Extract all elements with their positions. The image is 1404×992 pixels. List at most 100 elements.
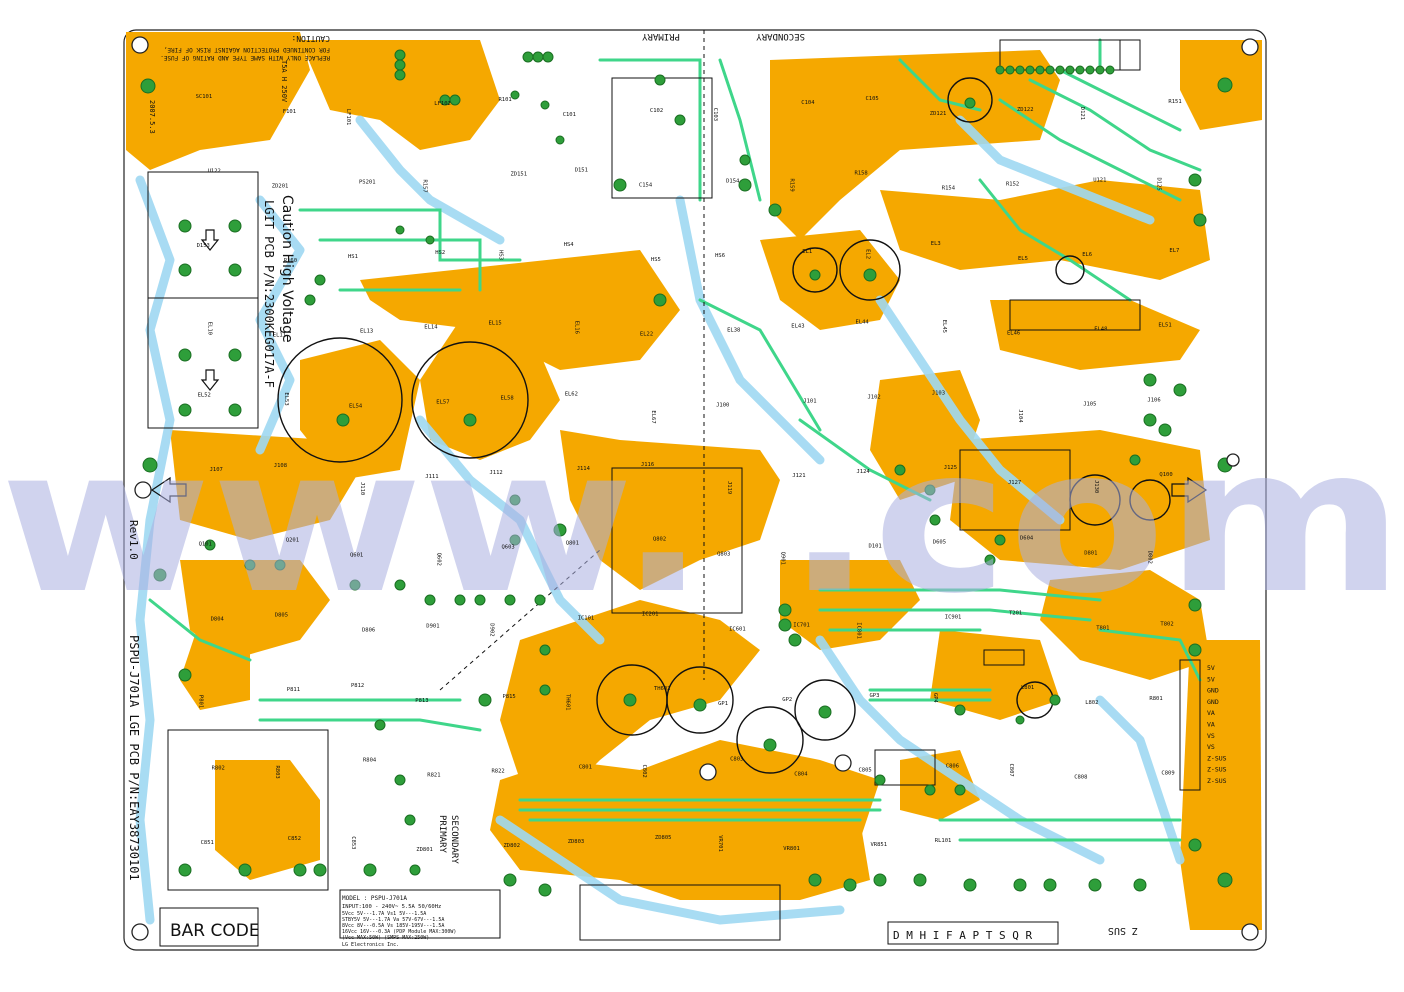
designator-label: T802 bbox=[1160, 621, 1173, 627]
designator-label: EL15 bbox=[489, 321, 502, 327]
designator-label: Q801 bbox=[566, 541, 579, 547]
designator-label: R822 bbox=[492, 769, 505, 775]
designator-label: ZD801 bbox=[416, 847, 433, 853]
designator-label: D604 bbox=[1020, 536, 1034, 542]
designator-label: J101 bbox=[803, 398, 816, 404]
pin-label: Z-SUS bbox=[1207, 777, 1227, 785]
designator-label: EL62 bbox=[565, 391, 578, 397]
mounting-holes bbox=[131, 36, 1259, 941]
caution-line1: FOR CONTINUED PROTECTION AGAINST RISK OF… bbox=[164, 46, 330, 53]
designator-label: Q803 bbox=[717, 552, 730, 558]
designator-label: IC201 bbox=[642, 611, 659, 617]
designator-label: R802 bbox=[212, 766, 225, 772]
heatsink-arrows bbox=[150, 229, 1208, 504]
designator-label: EL45 bbox=[941, 320, 947, 333]
designator-label: Q100 bbox=[1159, 472, 1172, 478]
designator-label: EL2 bbox=[865, 249, 871, 259]
designator-label: IC101 bbox=[578, 615, 595, 621]
designator-label: P815 bbox=[503, 694, 516, 700]
designator-label: C104 bbox=[801, 100, 815, 106]
designator-label: D154 bbox=[726, 179, 740, 185]
designator-label: EL57 bbox=[436, 399, 449, 405]
pin-label: 5V bbox=[1207, 675, 1215, 683]
pin-label: VA bbox=[1207, 709, 1215, 717]
designator-label: J119 bbox=[726, 481, 732, 494]
designator-label: TH602 bbox=[654, 686, 671, 692]
label-row-2: STBY5V 5V---1.7A Va 57V-67V---1.5A bbox=[342, 917, 444, 923]
designator-label: R159 bbox=[788, 179, 794, 192]
designator-label: R821 bbox=[427, 773, 440, 779]
label-row-4: 16Vcc 16V---0.3A (PDP Module MAX:300W) bbox=[342, 929, 456, 935]
designator-label: TH601 bbox=[565, 694, 571, 711]
designator-label: ZD151 bbox=[511, 172, 528, 178]
designator-label: EL38 bbox=[727, 328, 740, 334]
designator-label: J130 bbox=[1093, 480, 1099, 493]
copper-pours bbox=[126, 32, 1262, 930]
designator-label: J106 bbox=[1147, 397, 1160, 403]
designator-label: EL13 bbox=[360, 329, 373, 335]
pin-label: GND bbox=[1207, 698, 1219, 706]
designator-label: D804 bbox=[211, 616, 225, 622]
designator-label: R160 bbox=[284, 258, 297, 264]
designator-label: C154 bbox=[639, 183, 653, 189]
designator-label: J108 bbox=[274, 463, 287, 469]
designator-label: C851 bbox=[201, 840, 214, 846]
barcode-label: BAR CODE bbox=[170, 921, 260, 941]
designator-label: D802 bbox=[1146, 551, 1152, 564]
designator-label: R152 bbox=[1006, 182, 1019, 188]
designator-label: EL5 bbox=[1018, 256, 1028, 262]
designator-label: T201 bbox=[1009, 610, 1022, 616]
designator-label: J102 bbox=[868, 394, 881, 400]
designator-label: R154 bbox=[942, 186, 956, 192]
fuse-rating: T5A H 250V bbox=[280, 60, 288, 103]
designator-label: J124 bbox=[857, 469, 871, 475]
label-row-1: 5Vcc 5V---1.7A Vs1 5V---1.5A bbox=[342, 911, 426, 917]
designator-label: F101 bbox=[283, 109, 296, 115]
designator-label: EL6 bbox=[1082, 252, 1092, 258]
designator-label: HS3 bbox=[498, 250, 504, 260]
caution-title: CAUTION: bbox=[291, 34, 330, 43]
capacitor-outlines bbox=[277, 77, 1171, 774]
designator-label: EL11 bbox=[273, 333, 286, 339]
designator-label: C801 bbox=[579, 765, 592, 771]
designator-label: C806 bbox=[946, 764, 959, 770]
designator-label: D153 bbox=[197, 243, 210, 249]
designator-label: D806 bbox=[362, 627, 375, 633]
designator-label: T801 bbox=[1096, 625, 1109, 631]
designator-label: HS4 bbox=[564, 242, 575, 248]
pin-label: Z-SUS bbox=[1207, 754, 1227, 762]
designator-label: HS2 bbox=[435, 250, 445, 256]
designator-label: C102 bbox=[650, 108, 663, 114]
pin-label: VA bbox=[1207, 721, 1215, 729]
designator-label: RL101 bbox=[935, 838, 952, 844]
designator-label: IC801 bbox=[856, 622, 862, 639]
designator-label: C803 bbox=[730, 757, 743, 763]
designator-label: SC101 bbox=[196, 94, 213, 100]
secondary-label-top: SECONDARY bbox=[756, 31, 805, 41]
designator-label: IC701 bbox=[793, 622, 810, 628]
label-row-5: (Vcc MAX:50W) (SMPS MAX:250W) bbox=[342, 935, 429, 941]
designator-label: EL1 bbox=[802, 249, 812, 255]
designator-label: P812 bbox=[351, 683, 364, 689]
designator-label: Q901 bbox=[779, 552, 785, 565]
secondary-label-bottom: SECONDARY bbox=[449, 815, 459, 864]
designator-label: C808 bbox=[1074, 775, 1087, 781]
silkscreen-text: CAUTION: FOR CONTINUED PROTECTION AGAINS… bbox=[127, 31, 1138, 936]
designator-label: VR701 bbox=[717, 835, 723, 852]
watermark: www. .com bbox=[0, 405, 1404, 638]
designator-label: EL10 bbox=[207, 322, 213, 335]
pads-vias bbox=[140, 49, 1233, 897]
designator-label: Q601 bbox=[350, 553, 363, 559]
designator-label: R801 bbox=[1149, 696, 1162, 702]
designator-label: EL53 bbox=[283, 392, 289, 405]
designator-label: J112 bbox=[490, 470, 503, 476]
designator-label: J100 bbox=[716, 402, 729, 408]
designator-label: Q201 bbox=[286, 538, 299, 544]
designator-label: C804 bbox=[794, 772, 808, 778]
designator-label: EL58 bbox=[501, 395, 514, 401]
label-input: INPUT:100 - 240V~ 5.5A 50/60Hz bbox=[342, 904, 441, 910]
pin-label: VS bbox=[1207, 732, 1215, 740]
top-traces bbox=[135, 115, 1185, 925]
designator-label: C852 bbox=[288, 836, 301, 842]
